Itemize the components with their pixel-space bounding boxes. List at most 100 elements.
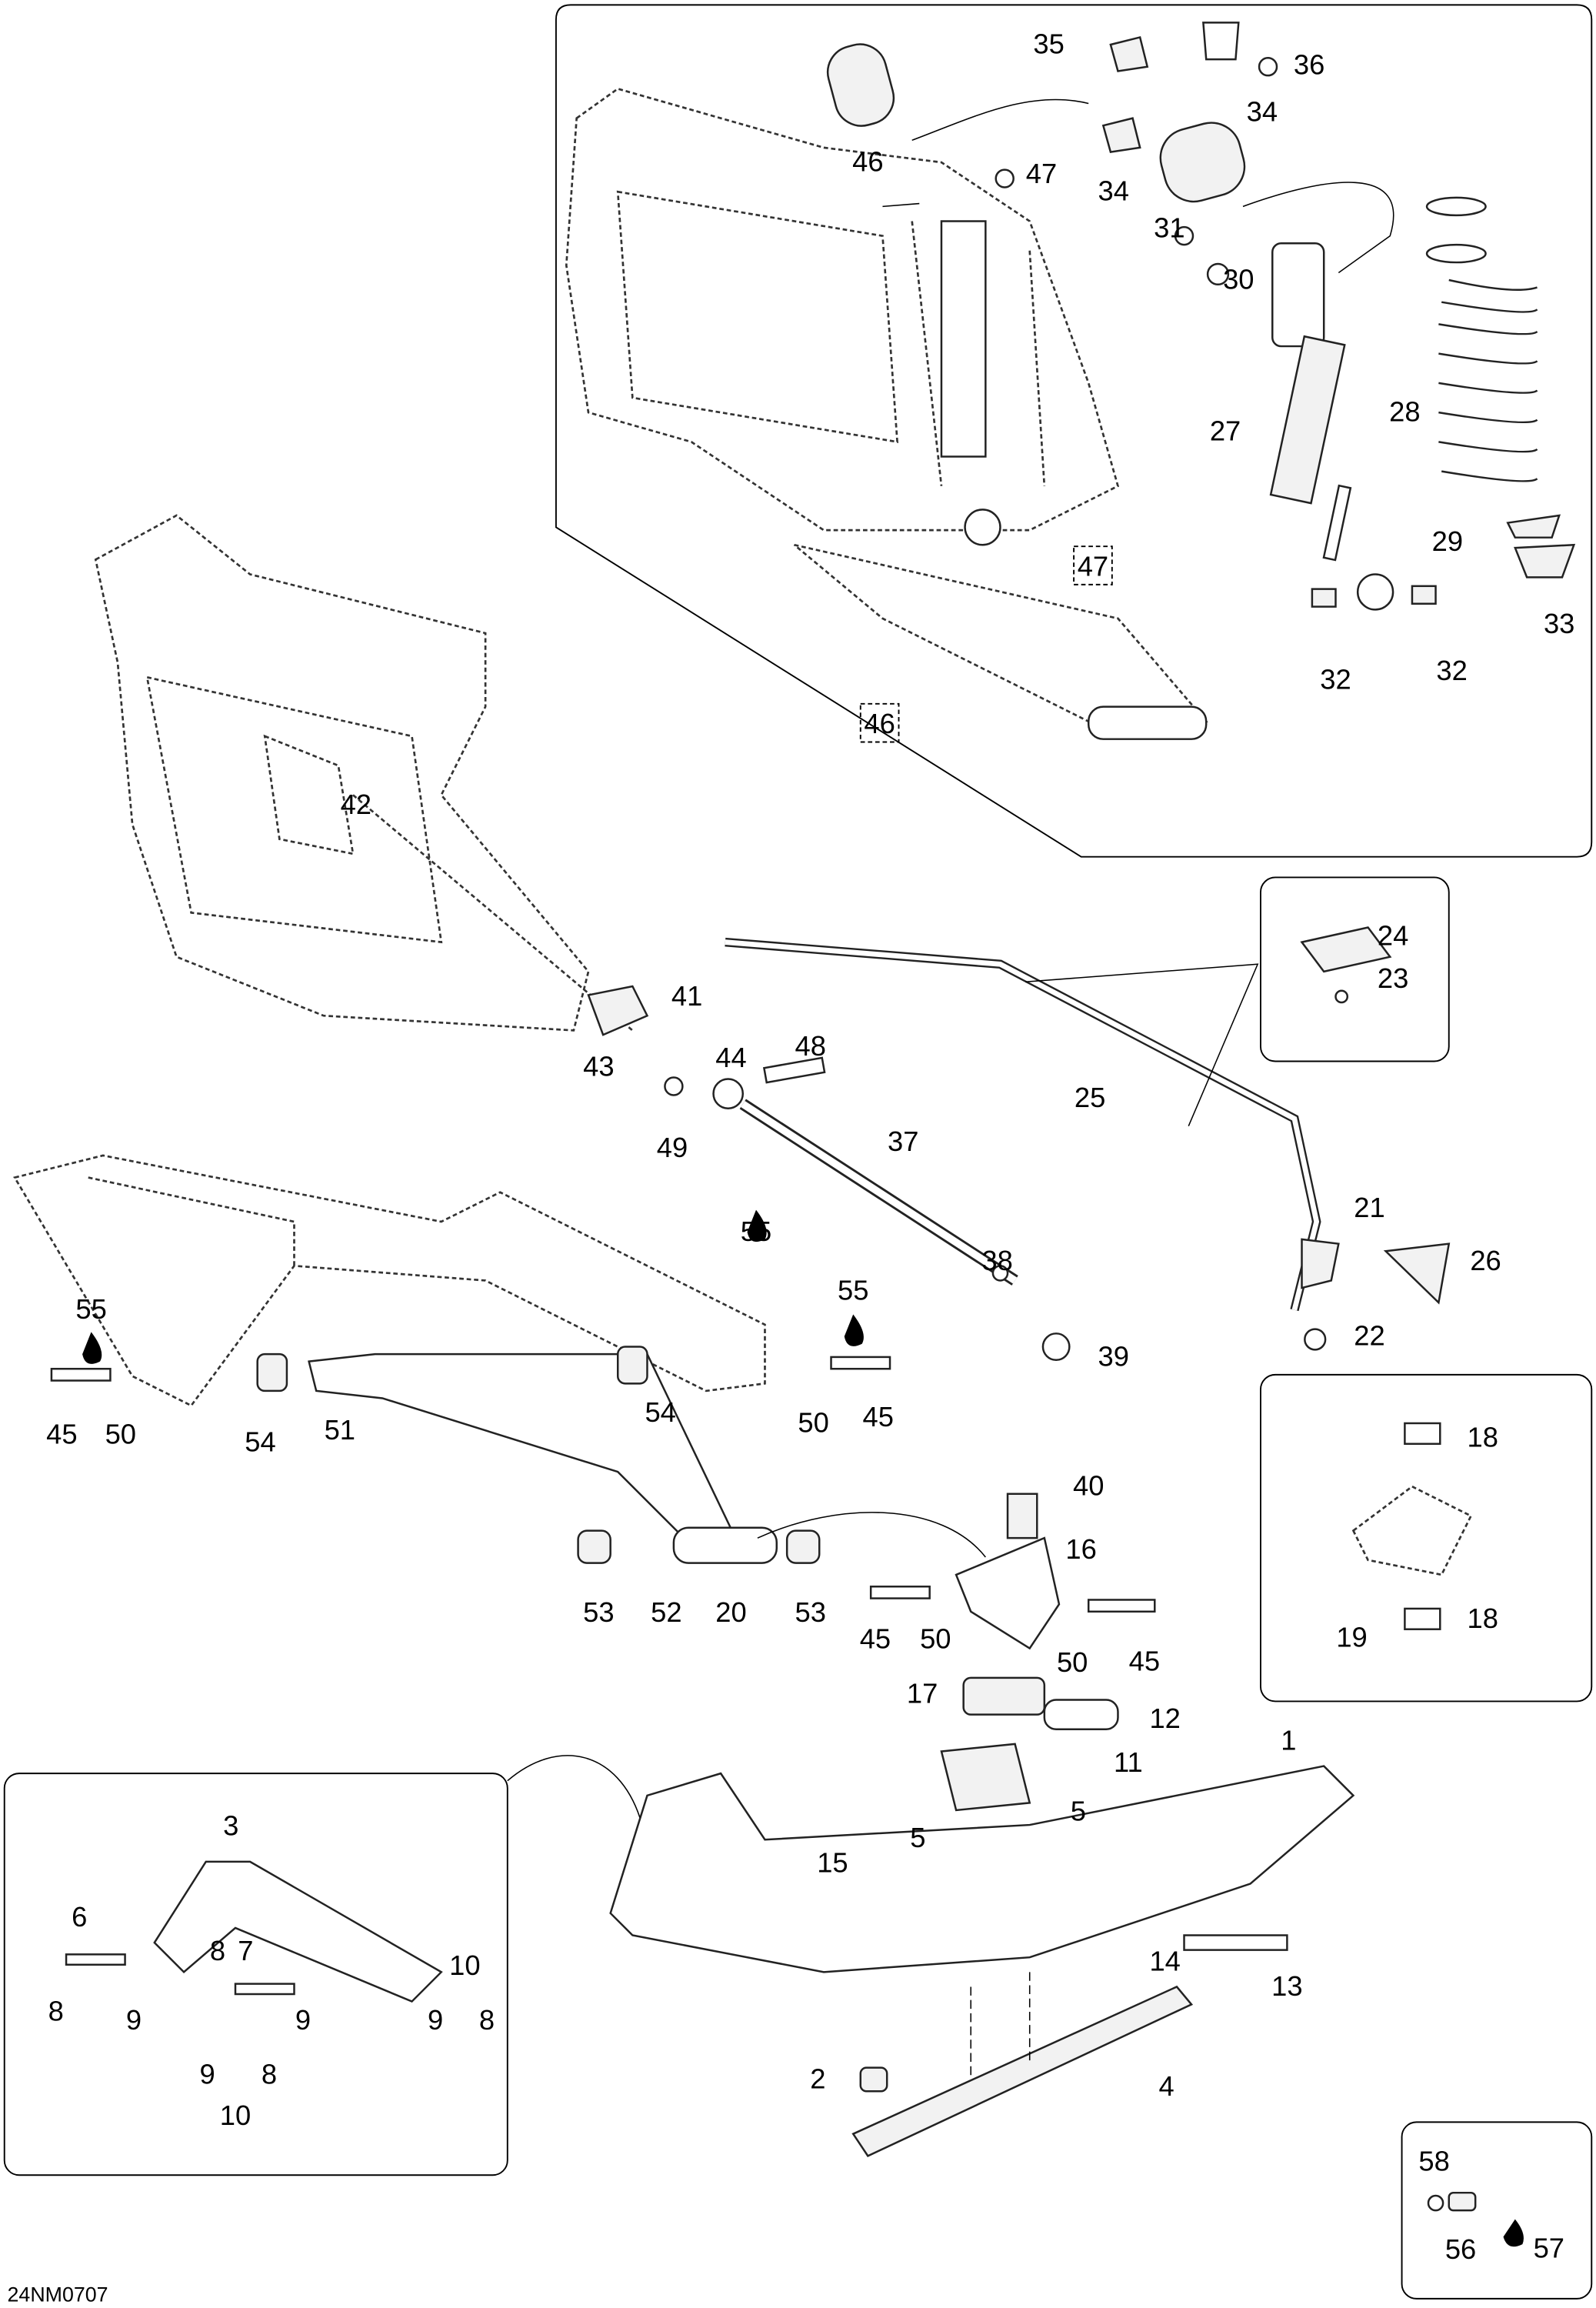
callout-label: 8 [479, 2004, 495, 2036]
callout-label: 50 [920, 1623, 951, 1655]
callout-label: 40 [1073, 1470, 1104, 1502]
callout-label: 15 [817, 1846, 848, 1878]
callout-label: 10 [220, 2100, 251, 2131]
callout-label: 50 [1057, 1646, 1088, 1678]
callout-label: 56 [1445, 2233, 1476, 2265]
callout-label: 54 [245, 1426, 275, 1457]
chassis-frame [94, 514, 649, 1036]
callout-label: 53 [795, 1596, 826, 1628]
callout-label: 9 [200, 2059, 215, 2090]
callout-label: 9 [295, 2004, 311, 2036]
callout-label: 24 [1378, 919, 1408, 951]
callout-label: 47 [1078, 550, 1108, 582]
bumper-plate-inset-frame [1260, 876, 1450, 1062]
callout-label: 32 [1436, 655, 1467, 686]
callout-label: 8 [210, 1935, 225, 1966]
callout-label: 44 [715, 1042, 746, 1073]
callout-label: 58 [1418, 2145, 1449, 2176]
coil-spring [1425, 196, 1576, 579]
callout-label: 45 [863, 1401, 894, 1432]
callout-label: 26 [1470, 1245, 1501, 1276]
callout-label: 46 [852, 145, 883, 177]
callout-label: 12 [1149, 1703, 1180, 1734]
callout-label: 45 [1129, 1645, 1160, 1676]
callout-label: 48 [795, 1030, 826, 1062]
callout-label: 13 [1271, 1970, 1302, 2002]
callout-label: 5 [910, 1822, 925, 1853]
callout-label: 11 [1114, 1746, 1143, 1778]
callout-label: 6 [72, 1901, 87, 1933]
callout-label: 55 [75, 1293, 106, 1325]
callout-label: 16 [1065, 1533, 1096, 1565]
callout-label: 52 [651, 1596, 681, 1628]
callout-label: 2 [810, 2063, 825, 2094]
callout-label: 53 [583, 1596, 614, 1628]
callout-label: 1 [1281, 1725, 1296, 1756]
callout-label: 51 [325, 1414, 355, 1446]
spindle-bushing-inset-frame [1260, 1373, 1593, 1703]
callout-label: 5 [1071, 1795, 1086, 1826]
steering-arm [725, 926, 1451, 1351]
callout-box [859, 702, 900, 743]
grease-drop-icons [82, 1209, 864, 1364]
callout-label: 45 [860, 1623, 891, 1655]
callout-label: 20 [715, 1596, 746, 1628]
callout-label: 31 [1154, 212, 1185, 244]
grease-fitting-inset-frame [1401, 2121, 1593, 2300]
callout-label: 54 [645, 1396, 675, 1428]
callout-label: 22 [1354, 1320, 1384, 1352]
shock-absorber-installed [826, 43, 1089, 546]
callout-label: 50 [105, 1419, 136, 1450]
callout-label: 41 [671, 980, 702, 1012]
callout-label: 9 [428, 2004, 443, 2036]
shock-absorber-inset-frame [555, 4, 1593, 858]
callout-label: 7 [238, 1935, 253, 1966]
callout-label: 30 [1223, 263, 1254, 295]
reference-code: 24NM0707 [8, 2283, 108, 2306]
callout-label: 45 [46, 1419, 77, 1450]
front-subframe [13, 1154, 766, 1407]
callout-label: 28 [1389, 396, 1420, 428]
ski [507, 1743, 1355, 2157]
callout-label: 18 [1468, 1422, 1498, 1453]
callout-label: 17 [907, 1677, 938, 1709]
callout-label: 14 [1149, 1945, 1180, 1976]
callout-label: 4 [1158, 2070, 1174, 2102]
ski-handle [65, 1860, 443, 2003]
callout-label: 27 [1210, 415, 1241, 446]
callout-label: 39 [1098, 1340, 1129, 1372]
callout-label: 57 [1534, 2232, 1564, 2263]
callout-label: 35 [1033, 28, 1064, 59]
callout-label: 50 [798, 1406, 828, 1438]
ski-handle-inset-frame [3, 1773, 508, 2176]
callout-label: 32 [1320, 664, 1351, 695]
callout-label: 23 [1378, 962, 1408, 994]
callout-label: 3 [223, 1809, 238, 1841]
callout-label: 43 [583, 1051, 614, 1082]
frame-upper-inset [565, 87, 1208, 740]
callout-label: 9 [126, 2004, 142, 2036]
spindle-bushing [1351, 1422, 1473, 1630]
callout-label: 49 [657, 1132, 688, 1163]
callout-box [1073, 545, 1113, 585]
callout-label: 37 [888, 1126, 918, 1157]
callout-label: 33 [1544, 608, 1574, 639]
callout-label: 18 [1468, 1603, 1498, 1634]
callout-label: 19 [1336, 1622, 1367, 1653]
callout-label: 55 [741, 1216, 771, 1247]
callout-label: 8 [262, 2059, 277, 2090]
tie-rod [664, 1056, 1071, 1361]
callout-label: 34 [1247, 95, 1278, 127]
callout-label: 47 [1026, 158, 1057, 189]
callout-label: 29 [1432, 525, 1463, 557]
callout-label: 34 [1098, 175, 1129, 207]
callout-label: 10 [449, 1949, 480, 1981]
shock-absorber [882, 22, 1437, 611]
callout-label: 42 [341, 789, 372, 820]
callout-label: 21 [1354, 1192, 1384, 1223]
callout-label: 38 [981, 1245, 1012, 1276]
a-arm [50, 1346, 986, 1564]
callout-label: 46 [864, 708, 895, 739]
